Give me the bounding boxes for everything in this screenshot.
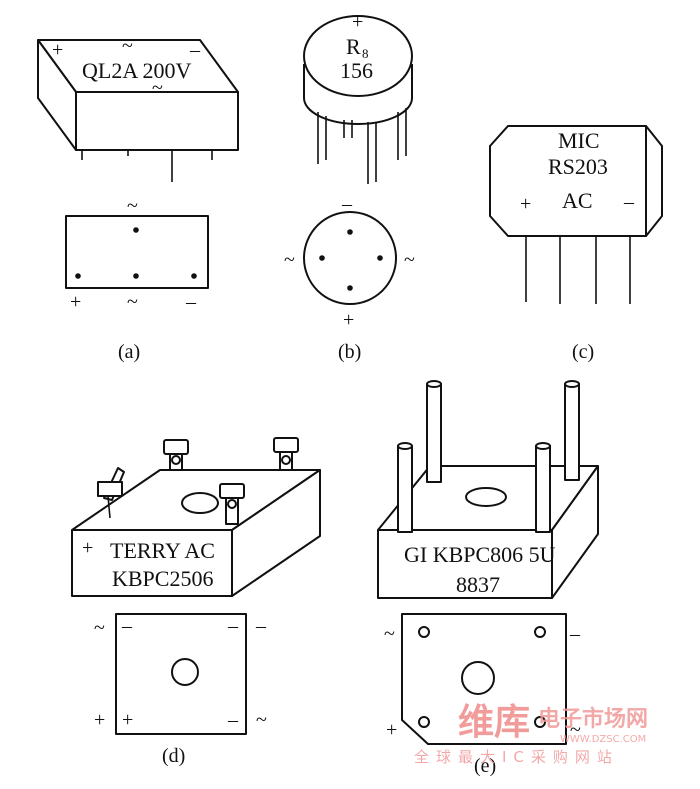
c-line1: MIC <box>558 128 600 153</box>
c-minus: – <box>623 191 635 213</box>
e-line1: GI KBPC806 5U <box>404 542 556 567</box>
a-bottom-ac: ~ <box>127 291 138 313</box>
e-pin-back-left <box>426 380 442 483</box>
package-e-bottom-view <box>401 613 567 745</box>
b-label-code: 156 <box>340 58 373 83</box>
a-top-ac-lower: ~ <box>152 77 163 99</box>
e-bottom-ac-right: ~ <box>570 719 581 741</box>
figure-c: MIC RS203 + AC – (c) <box>489 125 663 363</box>
package-c-3d <box>489 125 663 304</box>
d-bottom-minus-inner-left: – <box>121 615 133 637</box>
c-plus: + <box>520 193 531 215</box>
a-top-minus: – <box>189 39 201 61</box>
d-bottom-minus-inner-right: – <box>227 615 239 637</box>
caption-b: (b) <box>338 341 361 363</box>
e-pin-back-right <box>564 380 580 481</box>
d-bottom-plus-outer-left: + <box>94 709 105 731</box>
b-bottom-minus: – <box>341 193 353 215</box>
d-front-plus: + <box>82 537 93 559</box>
d-terminal-back-left <box>163 439 189 471</box>
e-bottom-minus: – <box>569 623 581 645</box>
e-line2: 8837 <box>456 572 500 597</box>
e-bottom-ac-left: ~ <box>384 623 395 645</box>
a-top-plus: + <box>52 39 63 61</box>
b-top-plus: + <box>352 11 363 33</box>
c-line3: AC <box>562 188 593 213</box>
a-bottom-ac-top: ~ <box>127 195 138 217</box>
watermark-brand: 维库 <box>458 702 530 743</box>
figure-a: + ~ – QL2A 200V ~ ~ + ~ – (a) <box>37 35 239 363</box>
e-pin-front-right <box>535 442 551 533</box>
a-body-text: QL2A 200V <box>82 58 192 83</box>
package-d-bottom-view <box>115 613 247 735</box>
package-e-3d <box>377 380 599 599</box>
watermark-title: 电子市场网 <box>538 706 648 732</box>
d-terminal-back-right <box>273 437 299 471</box>
caption-e: (e) <box>474 755 496 777</box>
c-line2: RS203 <box>548 154 608 179</box>
d-bottom-ac-right: ~ <box>256 709 267 731</box>
caption-a: (a) <box>118 341 140 363</box>
figure-d: + TERRY AC KBPC2506 ~ – – – + + – ~ (d) <box>71 437 321 767</box>
package-a-3d <box>37 39 239 182</box>
package-b-3d <box>303 15 413 184</box>
e-bottom-plus: + <box>386 719 397 741</box>
b-bottom-ac-left: ~ <box>284 249 295 271</box>
b-bottom-ac-right: ~ <box>404 249 415 271</box>
d-bottom-plus-inner-left: + <box>122 709 133 731</box>
watermark: 维库 电子市场网 WWW.DZSC.COM 全球最大IC采购网站 <box>414 702 648 766</box>
d-line1: TERRY AC <box>110 538 215 563</box>
b-bottom-plus: + <box>343 309 354 331</box>
a-bottom-minus: – <box>185 291 197 313</box>
e-pin-front-left <box>397 442 413 533</box>
package-a-bottom-view <box>65 215 209 289</box>
a-bottom-plus: + <box>70 291 81 313</box>
d-bottom-ac-left: ~ <box>94 617 105 639</box>
d-terminal-front <box>219 483 245 525</box>
caption-c: (c) <box>572 341 594 363</box>
a-top-ac-upper: ~ <box>122 35 133 57</box>
figure-b: + R 8 156 – ~ ~ + (b) <box>284 11 415 363</box>
caption-d: (d) <box>162 745 185 767</box>
package-b-bottom-view <box>303 211 397 305</box>
d-bottom-minus-outer-right: – <box>255 615 267 637</box>
d-bottom-minus-inner-lower: – <box>227 709 239 731</box>
b-label-main: R <box>346 34 361 59</box>
watermark-slogan: 全球最大IC采购网站 <box>414 748 619 766</box>
d-line2: KBPC2506 <box>112 566 213 591</box>
d-terminal-left <box>97 467 125 519</box>
figure-e: GI KBPC806 5U 8837 ~ – + ~ (e) <box>377 380 599 777</box>
b-label-sub: 8 <box>362 46 369 61</box>
watermark-url: WWW.DZSC.COM <box>560 734 646 745</box>
package-d-3d <box>71 437 321 597</box>
